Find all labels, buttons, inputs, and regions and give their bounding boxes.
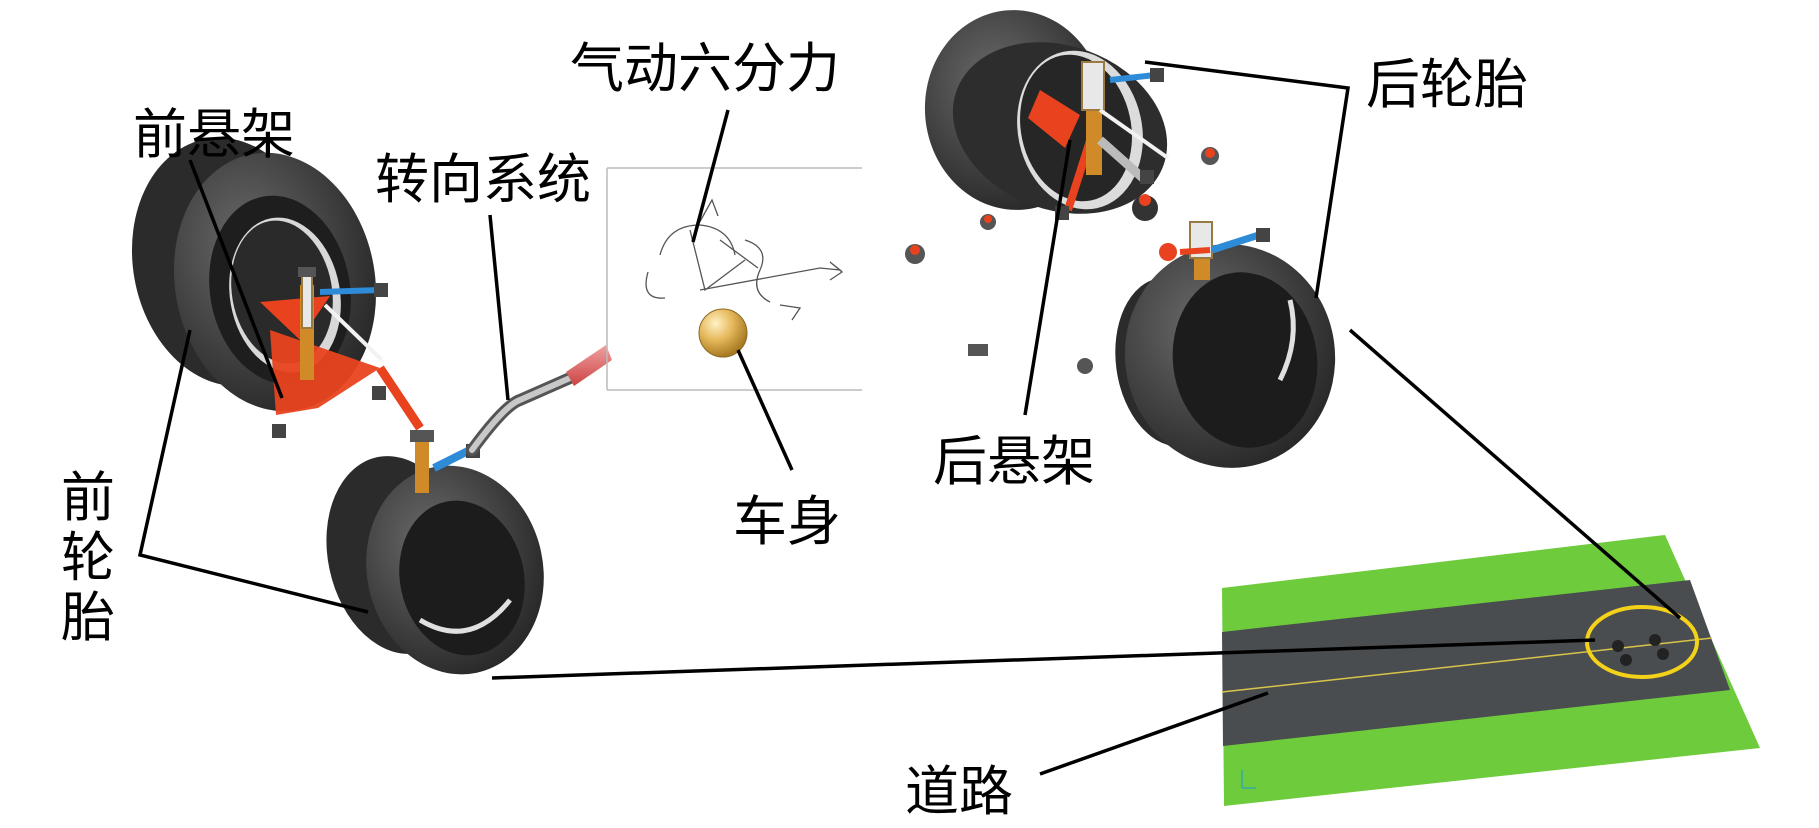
rear-right-suspension [1159, 221, 1270, 280]
body-reference-frame [606, 167, 862, 391]
front-right-tire [326, 456, 544, 675]
aero-force-arrows [645, 198, 844, 321]
label-front-tire: 前轮胎 [61, 466, 115, 649]
front-left-tire [131, 137, 377, 412]
front-left-suspension [260, 267, 424, 438]
rear-left-tire [924, 10, 1168, 214]
leader-lines [137, 60, 1682, 776]
rear-right-tire [1115, 244, 1336, 468]
label-steering-system: 转向系统 [375, 148, 591, 211]
label-body: 车身 [733, 490, 841, 553]
label-aero-forces: 气动六分力 [570, 37, 840, 100]
label-front-suspension: 前悬架 [133, 103, 295, 166]
road-model [1221, 535, 1760, 806]
bushing-parts [905, 147, 1219, 374]
body-center-sphere [698, 308, 748, 358]
label-road: 道路 [905, 760, 1013, 823]
label-rear-tire: 后轮胎 [1366, 53, 1528, 116]
label-rear-suspension: 后悬架 [933, 430, 1095, 493]
steering-column [466, 345, 612, 456]
